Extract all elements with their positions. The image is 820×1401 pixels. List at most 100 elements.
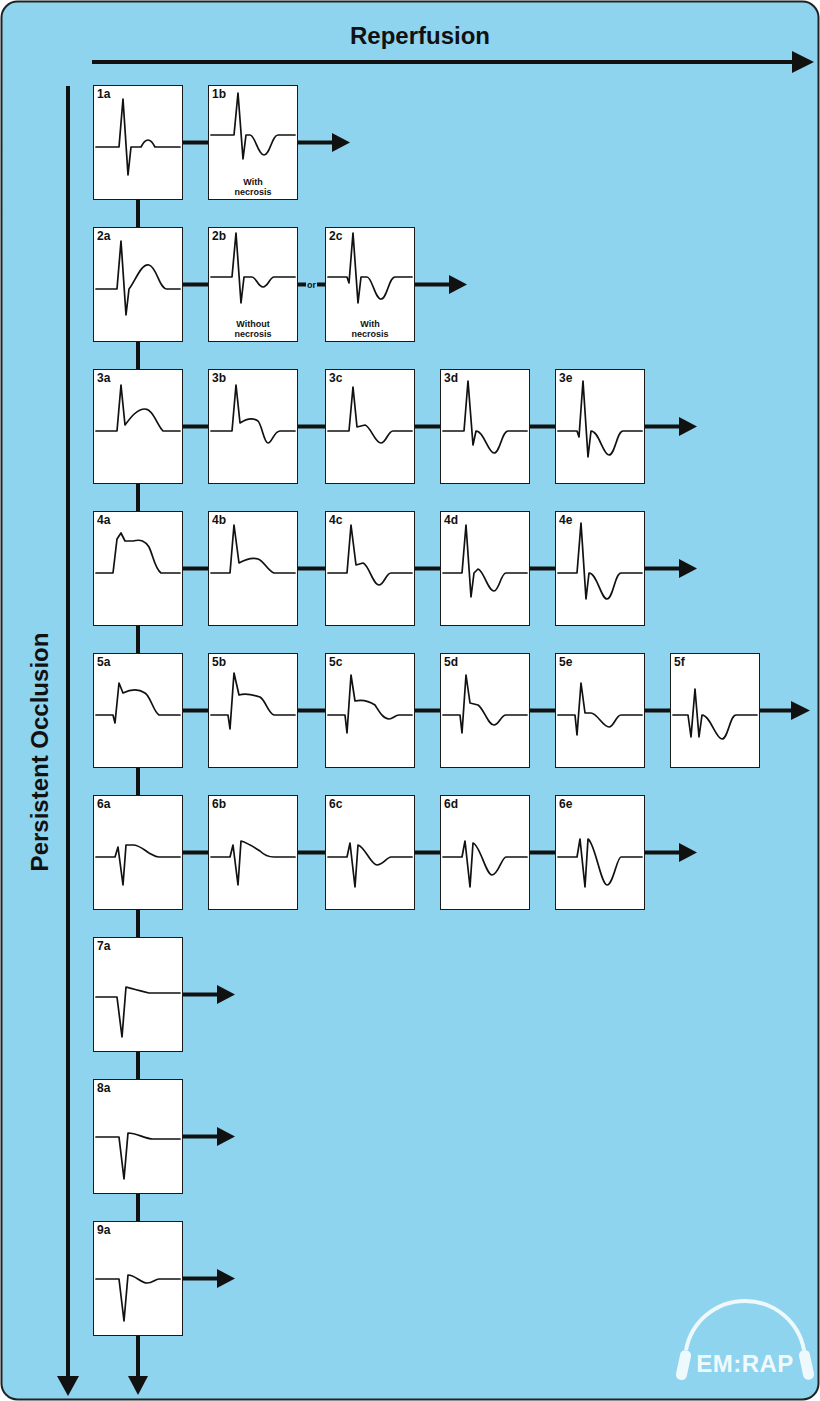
ecg-waveform bbox=[443, 525, 527, 597]
ecg-panel-box: 3a bbox=[93, 369, 183, 484]
ecg-panel bbox=[325, 511, 415, 626]
connector-line bbox=[298, 709, 325, 713]
connector-line bbox=[136, 768, 140, 795]
ecg-waveform bbox=[328, 525, 412, 585]
row-arrow-line bbox=[415, 283, 450, 287]
ecg-waveform bbox=[211, 385, 295, 443]
panel-label: 6b bbox=[209, 796, 226, 811]
panel-fill bbox=[93, 1221, 183, 1336]
row-arrow-line bbox=[645, 851, 680, 855]
ecg-panel-box: 2a bbox=[93, 227, 183, 342]
ecg-panel-box: 5c bbox=[325, 653, 415, 768]
panel-fill bbox=[325, 653, 415, 768]
headphone-earcup bbox=[798, 1349, 815, 1381]
panel-label: 6c bbox=[326, 796, 342, 811]
panel-fill bbox=[208, 369, 298, 484]
panel-fill bbox=[93, 937, 183, 1052]
arrowhead bbox=[449, 275, 467, 294]
watermark-headphones bbox=[686, 1301, 804, 1350]
panel-fill bbox=[555, 653, 645, 768]
ecg-waveform bbox=[443, 675, 527, 733]
ecg-panel bbox=[208, 227, 298, 342]
ecg-waveform bbox=[211, 841, 295, 885]
panel-label: 2a bbox=[94, 228, 110, 243]
column-arrow-line bbox=[136, 1336, 140, 1377]
ecg-panel bbox=[208, 85, 298, 200]
ecg-waveform bbox=[96, 683, 180, 723]
connector-line bbox=[530, 567, 555, 571]
ecg-waveform bbox=[558, 523, 642, 599]
connector-line bbox=[183, 425, 208, 429]
panel-fill bbox=[325, 227, 415, 342]
row-arrow-line bbox=[183, 1277, 218, 1281]
ecg-panel bbox=[325, 369, 415, 484]
ecg-panel bbox=[93, 1079, 183, 1194]
ecg-panel bbox=[208, 653, 298, 768]
panel-fill bbox=[208, 653, 298, 768]
panel-fill bbox=[208, 227, 298, 342]
watermark-earcups bbox=[675, 1349, 815, 1381]
panel-label: 9a bbox=[94, 1222, 110, 1237]
panel-note: With necrosis bbox=[344, 319, 396, 339]
row-arrow-line bbox=[645, 425, 680, 429]
ecg-waveform bbox=[211, 233, 295, 303]
row-arrowheads bbox=[128, 133, 810, 1395]
ecg-panel bbox=[440, 369, 530, 484]
panel-fill bbox=[670, 653, 760, 768]
axis-arrow-line bbox=[92, 60, 793, 64]
arrowhead bbox=[332, 133, 350, 152]
ecg-panel-box: 3c bbox=[325, 369, 415, 484]
panel-label: 4d bbox=[441, 512, 458, 527]
axis-title: Reperfusion bbox=[350, 22, 490, 50]
ecg-waveform bbox=[96, 385, 180, 431]
headphone-band bbox=[686, 1301, 804, 1350]
connector-line bbox=[136, 342, 140, 369]
ecg-waveform bbox=[96, 1133, 180, 1179]
ecg-panel-box: 6c bbox=[325, 795, 415, 910]
connector-line bbox=[183, 709, 208, 713]
ecg-panel bbox=[670, 653, 760, 768]
ecg-panel-box: 6e bbox=[555, 795, 645, 910]
ecg-panel-box: 5a bbox=[93, 653, 183, 768]
panel-fill bbox=[555, 369, 645, 484]
panel-label: 8a bbox=[94, 1080, 110, 1095]
ecg-panel bbox=[93, 795, 183, 910]
ecg-waveform bbox=[328, 675, 412, 733]
ecg-waveform bbox=[211, 673, 295, 729]
axis-title: Persistent Occlusion bbox=[26, 633, 54, 872]
panel-fill bbox=[440, 653, 530, 768]
ecg-waveform bbox=[328, 387, 412, 443]
connector-line bbox=[136, 1194, 140, 1221]
panel-fill bbox=[555, 511, 645, 626]
ecg-panel bbox=[440, 795, 530, 910]
panel-fill bbox=[93, 653, 183, 768]
connector-line bbox=[298, 567, 325, 571]
ecg-panel bbox=[208, 511, 298, 626]
edge-label: or bbox=[306, 280, 317, 290]
panel-label: 5e bbox=[556, 654, 572, 669]
panel-fill bbox=[93, 369, 183, 484]
ecg-waveform bbox=[211, 93, 295, 159]
ecg-panel bbox=[93, 369, 183, 484]
row-arrows bbox=[138, 143, 792, 1378]
connector-line bbox=[530, 425, 555, 429]
panel-fill bbox=[440, 511, 530, 626]
connector-line bbox=[136, 1052, 140, 1079]
ecg-panel-box: 9a bbox=[93, 1221, 183, 1336]
ecg-panel bbox=[325, 227, 415, 342]
ecg-panel-box: 4b bbox=[208, 511, 298, 626]
panel-fill bbox=[440, 795, 530, 910]
arrowhead bbox=[128, 1376, 148, 1395]
ecg-panel-box: 5f bbox=[670, 653, 760, 768]
panel-label: 2b bbox=[209, 228, 226, 243]
connector-line bbox=[415, 567, 440, 571]
ecg-waveform bbox=[96, 533, 180, 573]
panel-fill bbox=[208, 85, 298, 200]
ecg-panel-box: 6d bbox=[440, 795, 530, 910]
panel-fill bbox=[93, 795, 183, 910]
ecg-panel-box: 6b bbox=[208, 795, 298, 910]
connector-line bbox=[530, 851, 555, 855]
